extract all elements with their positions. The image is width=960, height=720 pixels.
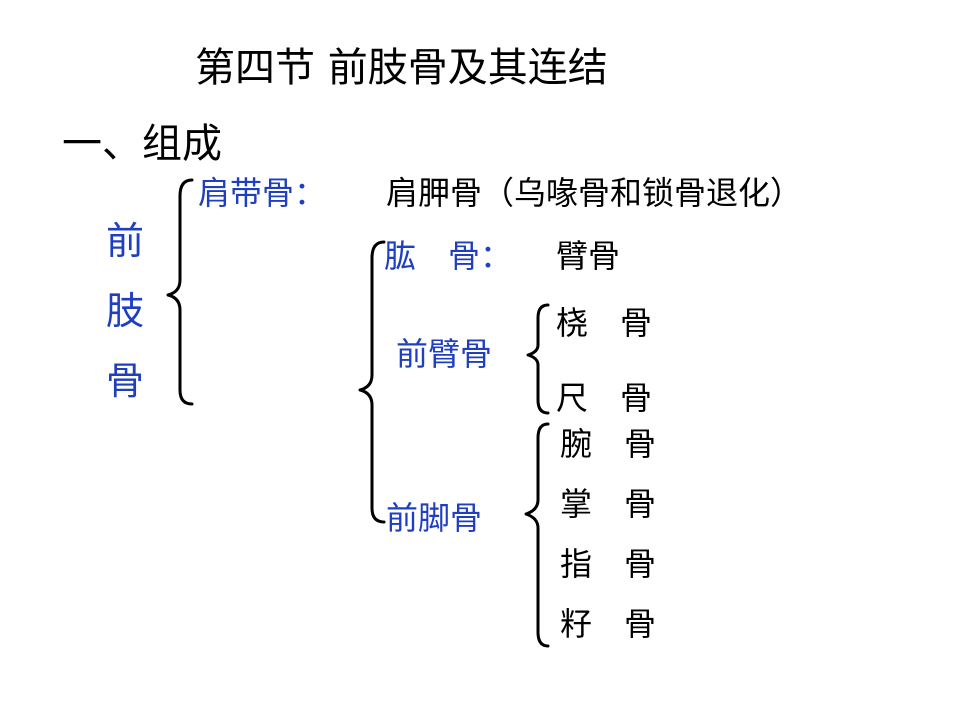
manus-item: 籽 骨 — [560, 605, 657, 643]
root-char: 肢 — [105, 289, 144, 333]
forearm-item: 尺 骨 — [556, 379, 653, 417]
humerus-label: 肱 骨： — [384, 237, 513, 275]
shoulder-girdle-value: 肩胛骨（乌喙骨和锁骨退化） — [386, 174, 803, 212]
root-char: 骨 — [105, 359, 144, 403]
brace-forearm — [526, 303, 550, 415]
section-heading: 一、组成 — [62, 121, 222, 167]
forearm-label: 前臂骨 — [396, 335, 493, 373]
manus-label: 前脚骨 — [386, 499, 483, 537]
brace-main — [166, 178, 194, 406]
manus-item: 指 骨 — [560, 545, 657, 583]
root-label-forelimb-bones: 前 肢 骨 — [100, 222, 150, 432]
brace-manus — [524, 422, 550, 648]
shoulder-girdle-label: 肩带骨： — [198, 174, 327, 212]
manus-item: 腕 骨 — [560, 425, 657, 463]
humerus-value: 臂骨 — [556, 237, 621, 275]
forearm-item: 桡 骨 — [556, 304, 653, 342]
manus-item: 掌 骨 — [560, 485, 657, 523]
slide-title: 第四节 前肢骨及其连结 — [195, 45, 608, 91]
brace-arm — [358, 240, 386, 524]
root-char: 前 — [105, 219, 144, 263]
